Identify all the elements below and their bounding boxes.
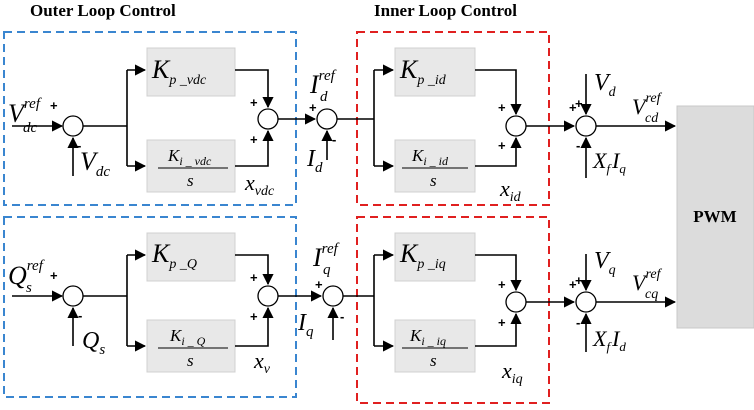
- ki-outer-label-bottom: Ki _ Q: [169, 326, 206, 348]
- ki-outer-block-bottom: [146, 319, 236, 373]
- ki-inner-label-top: Ki _ id: [411, 146, 449, 168]
- sign-plus: +: [575, 273, 583, 288]
- sign-plus: +: [309, 100, 317, 115]
- kp-outer-label-bottom: Kp _Q: [151, 239, 197, 272]
- sum-junction-vdc: [62, 115, 84, 137]
- sign-minus: -: [576, 315, 580, 330]
- ki-outer-den-top: s: [187, 171, 194, 190]
- vq-label: Vq: [594, 248, 616, 278]
- ki-outer-den-bottom: s: [187, 351, 194, 370]
- kp-inner-label-bottom: Kp _iq: [399, 239, 446, 272]
- sum-junction-inner-pi-bottom: [505, 291, 527, 313]
- pwm-block: [676, 105, 754, 329]
- kp-outer-block-bottom: [146, 232, 236, 282]
- inner-loop-box-bottom: [356, 216, 550, 404]
- kp-outer-block-top: [146, 47, 236, 97]
- sign-minus: -: [340, 309, 344, 324]
- ki-inner-den-bottom: s: [430, 351, 437, 370]
- kp-inner-label-top: Kp _id: [399, 55, 447, 88]
- ki-outer-label-top: Ki _ vdc: [167, 146, 212, 168]
- kp-outer-label-top: Kp _vdc: [151, 55, 207, 88]
- x-vdc-label: xvdc: [244, 170, 275, 199]
- sum-junction-inner-pi-top: [505, 115, 527, 137]
- x-v-label: xv: [253, 348, 271, 377]
- ki-inner-label-bottom: Ki _ iq: [409, 326, 446, 348]
- sign-plus: +: [498, 277, 506, 292]
- inner-loop-title: Inner Loop Control: [374, 1, 517, 20]
- ki-inner-block-top: [394, 139, 476, 193]
- sign-minus: -: [78, 308, 82, 323]
- sign-plus: +: [250, 95, 258, 110]
- vdc-feedback-label: Vdc: [80, 147, 110, 180]
- sum-junction-vd: [575, 115, 597, 137]
- vd-label: Vd: [594, 70, 617, 100]
- xf-id-label: XfId: [592, 326, 626, 354]
- sum-junction-iq: [322, 285, 344, 307]
- sign-plus: +: [498, 315, 506, 330]
- pwm-label: PWM: [693, 207, 736, 226]
- xf-iq-label: XfIq: [592, 148, 626, 176]
- sum-junction-outer-pi-top: [257, 108, 279, 130]
- sign-plus: +: [250, 132, 258, 147]
- ki-outer-block-top: [146, 139, 236, 193]
- sum-junction-outer-pi-bottom: [257, 285, 279, 307]
- id-feedback-label: Id: [306, 146, 323, 176]
- sign-minus: -: [576, 138, 580, 153]
- x-iq-label: xiq: [501, 358, 523, 387]
- sign-plus: +: [498, 100, 506, 115]
- sign-plus: +: [569, 277, 577, 292]
- sum-junction-id: [316, 108, 338, 130]
- sign-plus: +: [498, 138, 506, 153]
- sign-plus: +: [315, 277, 323, 292]
- x-id-label: xid: [499, 176, 522, 205]
- outer-loop-title: Outer Loop Control: [30, 1, 176, 20]
- sign-plus: +: [575, 96, 583, 111]
- ki-inner-den-top: s: [430, 171, 437, 190]
- outer-loop-box-bottom: [3, 216, 297, 398]
- sign-plus: +: [250, 270, 258, 285]
- sign-plus: +: [250, 309, 258, 324]
- sign-plus: +: [50, 98, 58, 113]
- kp-inner-block-bottom: [394, 232, 476, 282]
- sign-plus: +: [569, 100, 577, 115]
- sign-plus: +: [50, 268, 58, 283]
- sign-minus: -: [332, 132, 336, 147]
- qs-feedback-label: Qs: [82, 328, 105, 358]
- iq-feedback-label: Iq: [297, 310, 314, 340]
- sum-junction-qs: [62, 285, 84, 307]
- kp-inner-block-top: [394, 47, 476, 97]
- sum-junction-vq: [575, 291, 597, 313]
- sign-minus: -: [77, 138, 81, 153]
